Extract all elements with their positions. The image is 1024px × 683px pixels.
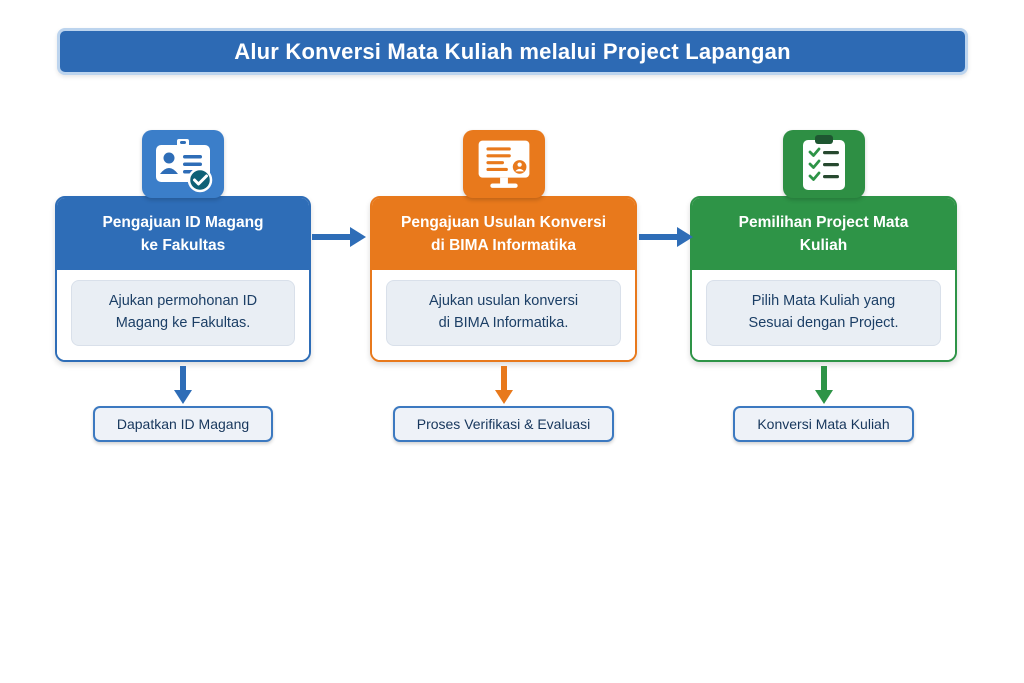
step-header: Pemilihan Project Mata Kuliah	[692, 198, 955, 270]
right-arrow-icon	[312, 227, 366, 247]
result-box: Konversi Mata Kuliah	[733, 405, 914, 442]
id-card-check-icon	[142, 130, 224, 198]
down-arrow-icon	[494, 365, 513, 404]
down-arrow-icon	[174, 365, 192, 404]
step-description: Ajukan usulan konversi di BIMA Informati…	[386, 280, 621, 346]
step-card-3: Pemilihan Project Mata Kuliah Pilih Mata…	[690, 130, 957, 442]
step-description: Ajukan permohonan ID Magang ke Fakultas.	[71, 280, 295, 346]
result-box: Dapatkan ID Magang	[92, 405, 274, 442]
monitor-document-icon	[462, 130, 545, 198]
step-body-card: Pengajuan ID Magang ke Fakultas Ajukan p…	[55, 196, 311, 362]
step-description: Pilih Mata Kuliah yang Sesuai dengan Pro…	[706, 280, 941, 346]
clipboard-checklist-icon	[782, 130, 865, 198]
step-header: Pengajuan ID Magang ke Fakultas	[57, 198, 309, 270]
step-body-card: Pengajuan Usulan Konversi di BIMA Inform…	[370, 196, 637, 362]
down-arrow-icon	[814, 365, 833, 404]
page-title: Alur Konversi Mata Kuliah melalui Projec…	[57, 28, 968, 75]
step-body-card: Pemilihan Project Mata Kuliah Pilih Mata…	[690, 196, 957, 362]
right-arrow-icon	[639, 227, 693, 247]
step-card-1: Pengajuan ID Magang ke Fakultas Ajukan p…	[55, 130, 311, 442]
result-box: Proses Verifikasi & Evaluasi	[392, 405, 615, 442]
step-card-2: Pengajuan Usulan Konversi di BIMA Inform…	[370, 130, 637, 442]
step-header: Pengajuan Usulan Konversi di BIMA Inform…	[372, 198, 635, 270]
